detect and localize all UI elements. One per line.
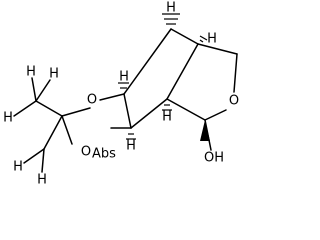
bond: [35, 79, 51, 102]
bond: [13, 100, 37, 117]
bond: [123, 93, 132, 129]
atom-h-bridge: H: [166, 1, 176, 16]
atom-o-bottom-left: O: [81, 145, 91, 160]
bond: [170, 28, 199, 45]
hash: [199, 39, 204, 43]
wedge-bond: [200, 120, 210, 141]
bond: [233, 53, 238, 93]
atom-h-lower-left: H: [126, 139, 136, 154]
atom-o-ring-right: O: [229, 94, 239, 109]
bond: [31, 77, 37, 102]
bond: [197, 43, 238, 55]
atom-o-top-left: O: [87, 93, 97, 108]
bond: [99, 93, 125, 101]
bond: [166, 98, 206, 121]
hash: [199, 35, 208, 41]
bond: [41, 148, 45, 173]
bond: [35, 100, 63, 117]
atom-h-bridgehead: H: [207, 32, 217, 47]
bond-lines: [13, 28, 238, 173]
hashed-bonds: [118, 13, 208, 140]
bond: [61, 107, 91, 117]
abs-stereo-label: Abs: [92, 147, 116, 162]
bond: [61, 115, 73, 145]
molecule-structure: O O Abs O OH H H H H H H H H H H: [3, 1, 239, 188]
bond: [23, 148, 45, 164]
atom-h-lower-right: H: [162, 110, 172, 125]
atom-h-methyl-top: H: [26, 65, 36, 80]
bond: [166, 43, 199, 100]
atom-h-methyl-left: H: [3, 111, 13, 126]
bond: [123, 28, 172, 95]
atom-h-methyl-bottom: H: [49, 67, 59, 82]
bond: [130, 98, 168, 129]
atom-h-methyl2-bottom: H: [37, 173, 47, 188]
bond: [43, 115, 63, 150]
atom-h-upper-left: H: [119, 70, 129, 85]
atom-h-methyl2-left: H: [13, 160, 23, 175]
bond: [204, 109, 227, 121]
atom-hydroxyl: OH: [204, 151, 224, 166]
